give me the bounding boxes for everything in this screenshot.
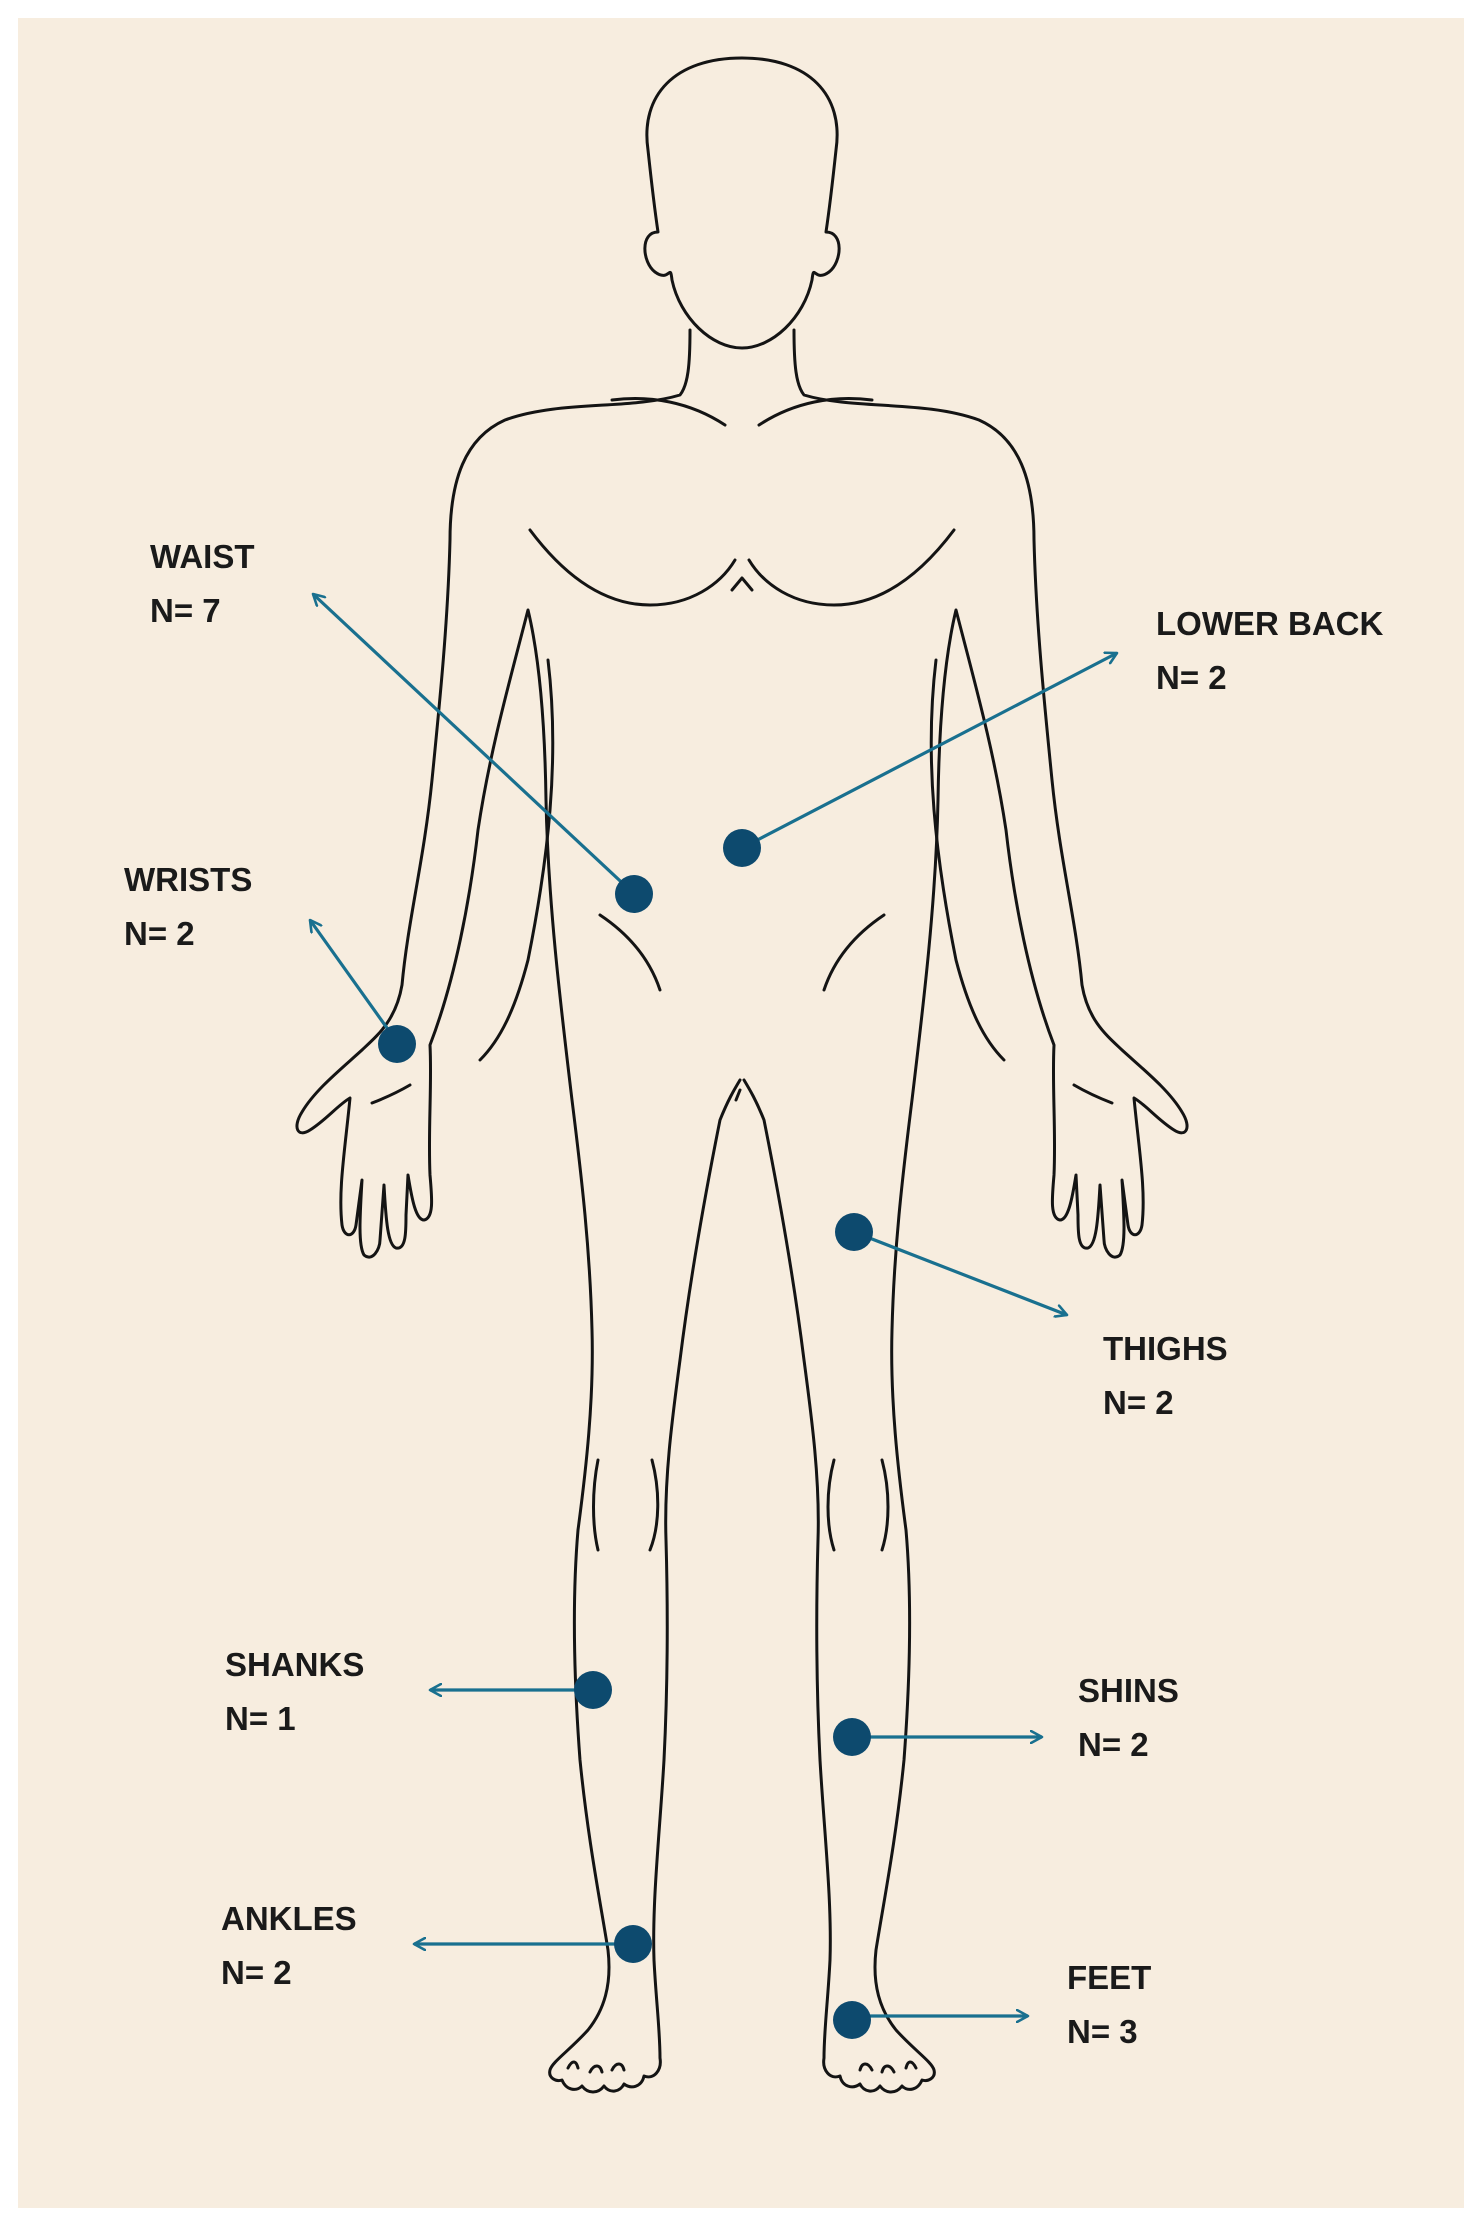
sensor-marker-ankles bbox=[614, 1925, 652, 1963]
sensor-marker-waist bbox=[615, 875, 653, 913]
label-waist-name: WAIST bbox=[150, 538, 255, 575]
label-shanks-name: SHANKS bbox=[225, 1646, 365, 1683]
label-shins: SHINS N= 2 bbox=[1078, 1664, 1179, 1772]
arrow-lower-back bbox=[741, 653, 1117, 850]
label-lower-back-name: LOWER BACK bbox=[1156, 605, 1384, 642]
body-outline-right bbox=[742, 328, 1189, 2094]
palm-lines-left bbox=[370, 1083, 412, 1105]
label-lower-back: LOWER BACK N= 2 bbox=[1156, 597, 1383, 705]
label-wrists-name: WRISTS bbox=[124, 861, 253, 898]
arm-inner-left bbox=[478, 658, 555, 1062]
label-feet-count: N= 3 bbox=[1067, 2013, 1138, 2050]
sensor-marker-feet bbox=[833, 2001, 871, 2039]
sensor-marker-thighs bbox=[835, 1213, 873, 1251]
label-shins-name: SHINS bbox=[1078, 1672, 1179, 1709]
label-waist: WAIST N= 7 bbox=[150, 530, 255, 638]
label-ankles-name: ANKLES bbox=[221, 1900, 357, 1937]
human-figure-outline bbox=[295, 56, 1189, 2094]
sensor-marker-shanks bbox=[574, 1671, 612, 1709]
arm-inner-right bbox=[929, 658, 1006, 1062]
label-feet-name: FEET bbox=[1067, 1959, 1152, 1996]
sensor-markers bbox=[378, 829, 873, 2039]
arrow-wrists bbox=[308, 920, 399, 1043]
label-thighs: THIGHS N= 2 bbox=[1103, 1322, 1228, 1430]
label-wrists: WRISTS N= 2 bbox=[124, 853, 252, 961]
arrows bbox=[308, 594, 1117, 2016]
label-lower-back-count: N= 2 bbox=[1156, 659, 1227, 696]
label-shins-count: N= 2 bbox=[1078, 1726, 1149, 1763]
toes-left bbox=[566, 2060, 626, 2074]
hip-crease-left bbox=[598, 913, 662, 992]
label-shanks: SHANKS N= 1 bbox=[225, 1638, 364, 1746]
label-ankles-count: N= 2 bbox=[221, 1954, 292, 1991]
sensor-marker-lower-back bbox=[723, 829, 761, 867]
diagram-background bbox=[18, 18, 1464, 2208]
collarbones bbox=[610, 396, 874, 427]
label-wrists-count: N= 2 bbox=[124, 915, 195, 952]
knee-left bbox=[592, 1458, 660, 1552]
label-shanks-count: N= 1 bbox=[225, 1700, 296, 1737]
label-thighs-name: THIGHS bbox=[1103, 1330, 1228, 1367]
label-feet: FEET N= 3 bbox=[1067, 1951, 1151, 2059]
toes-right bbox=[858, 2060, 918, 2074]
body-outline-left bbox=[295, 328, 742, 2094]
label-ankles: ANKLES N= 2 bbox=[221, 1892, 357, 2000]
sensor-marker-wrists bbox=[378, 1025, 416, 1063]
palm-lines-right bbox=[1072, 1083, 1114, 1105]
arrow-waist bbox=[313, 594, 634, 894]
inner-legs bbox=[734, 1088, 742, 1102]
sternum-mark bbox=[730, 576, 754, 592]
head-outline bbox=[643, 56, 841, 350]
knee-right bbox=[826, 1458, 890, 1552]
sensor-marker-shins bbox=[833, 1718, 871, 1756]
label-thighs-count: N= 2 bbox=[1103, 1384, 1174, 1421]
arrow-thighs bbox=[853, 1230, 1067, 1315]
hip-crease-right bbox=[822, 913, 886, 992]
chest-lines bbox=[528, 528, 956, 607]
label-waist-count: N= 7 bbox=[150, 592, 221, 629]
